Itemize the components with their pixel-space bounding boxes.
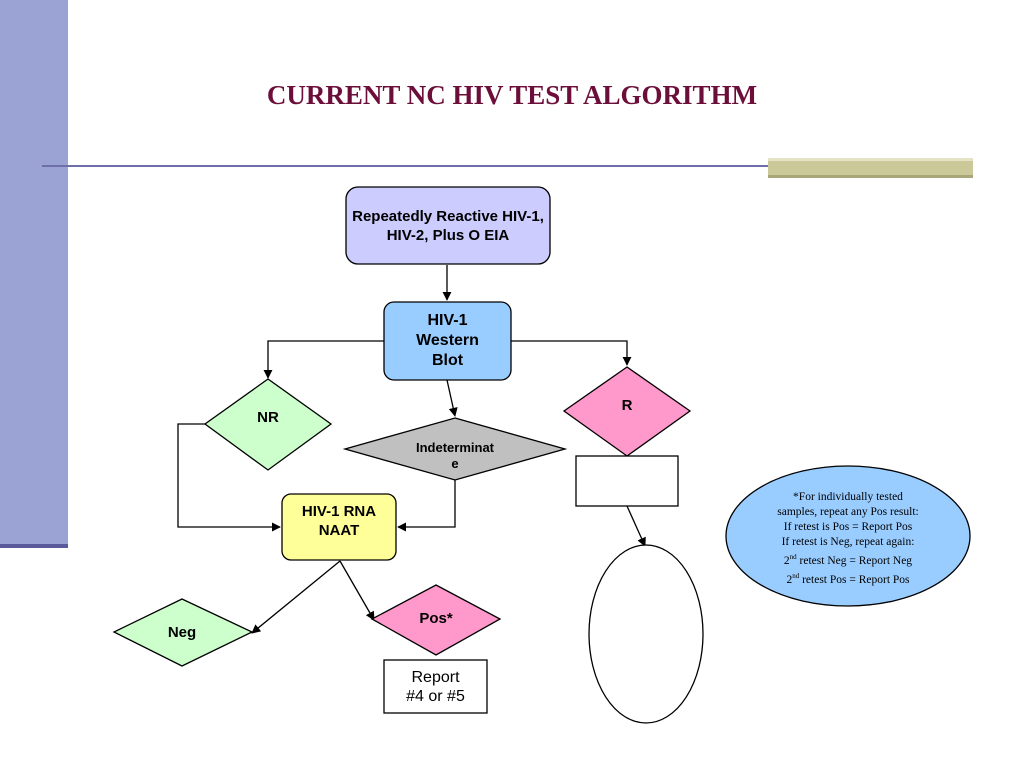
note-line-5-ordinal: 2 bbox=[783, 554, 790, 567]
r-empty-box bbox=[575, 455, 679, 507]
note-line-5: 2nd retest Neg = Report Neg bbox=[740, 550, 956, 569]
note-line-6-ordinal: 2 bbox=[786, 573, 793, 586]
neg-label: Neg bbox=[167, 623, 197, 641]
nr-label: NR bbox=[257, 408, 279, 426]
indeterminate-diamond bbox=[342, 417, 568, 481]
left-accent-bar-edge bbox=[0, 544, 68, 548]
pos-diamond bbox=[370, 584, 502, 656]
note-line-4: If retest is Neg, repeat again: bbox=[781, 536, 915, 548]
note-line-6-text: retest Pos = Report Pos bbox=[799, 573, 910, 586]
naat-box bbox=[281, 493, 397, 561]
indeterminate-line-1: Indeterminat bbox=[415, 440, 494, 455]
arrow-naat-to-pos bbox=[339, 560, 375, 621]
western-blot-line-1: HIV-1 bbox=[427, 312, 468, 329]
note-line-1: *For individually tested bbox=[793, 491, 903, 503]
indeterminate-label: Indeterminat e bbox=[395, 437, 515, 475]
western-blot-box bbox=[383, 301, 512, 381]
neg-diamond bbox=[112, 598, 254, 667]
eia-label: Repeatedly Reactive HIV-1, HIV-2, Plus O… bbox=[352, 207, 544, 244]
report-label: Report #4 or #5 bbox=[386, 664, 485, 710]
arrow-r-box-to-ellipse bbox=[626, 505, 646, 547]
arrow-indeterminate-to-naat bbox=[397, 480, 456, 532]
r-outcome-ellipse bbox=[588, 544, 704, 724]
note-line-5-text: retest Neg = Report Neg bbox=[796, 554, 913, 567]
note-line-5-suffix: nd bbox=[789, 553, 797, 561]
note-line-6: 2nd retest Pos = Report Pos bbox=[740, 569, 956, 588]
retest-note: *For individually tested samples, repeat… bbox=[740, 490, 956, 588]
arrow-western-blot-to-indeterminate bbox=[446, 379, 458, 417]
eia-box bbox=[345, 186, 551, 265]
arrow-naat-to-neg bbox=[251, 560, 341, 634]
indeterminate-line-2: e bbox=[451, 456, 459, 471]
arrow-nr-to-naat bbox=[177, 423, 281, 532]
note-line-2: samples, repeat any Pos result: bbox=[777, 506, 919, 518]
nr-diamond bbox=[203, 378, 333, 471]
arrow-western-blot-to-nr bbox=[263, 340, 384, 379]
western-blot-line-2: Western bbox=[416, 332, 479, 349]
report-line-2: #4 or #5 bbox=[406, 688, 465, 705]
title-divider-accent bbox=[768, 158, 973, 178]
pos-label: Pos* bbox=[419, 609, 453, 627]
left-accent-bar bbox=[0, 0, 68, 546]
note-line-6-suffix: nd bbox=[792, 571, 800, 580]
r-label: R bbox=[621, 396, 633, 414]
title-divider bbox=[42, 165, 972, 167]
western-blot-label: HIV-1 Western Blot bbox=[386, 304, 509, 378]
report-line-1: Report bbox=[411, 669, 460, 686]
note-ellipse bbox=[725, 465, 971, 607]
report-box bbox=[383, 659, 488, 714]
naat-line-1: HIV-1 RNA bbox=[301, 503, 377, 520]
arrow-western-blot-to-r bbox=[511, 340, 632, 366]
note-line-3: If retest is Pos = Report Pos bbox=[783, 521, 913, 533]
naat-label: HIV-1 RNA NAAT bbox=[284, 498, 394, 544]
page-title: CURRENT NC HIV TEST ALGORITHM bbox=[266, 80, 758, 110]
naat-line-2: NAAT bbox=[318, 522, 360, 539]
western-blot-line-3: Blot bbox=[431, 352, 464, 369]
